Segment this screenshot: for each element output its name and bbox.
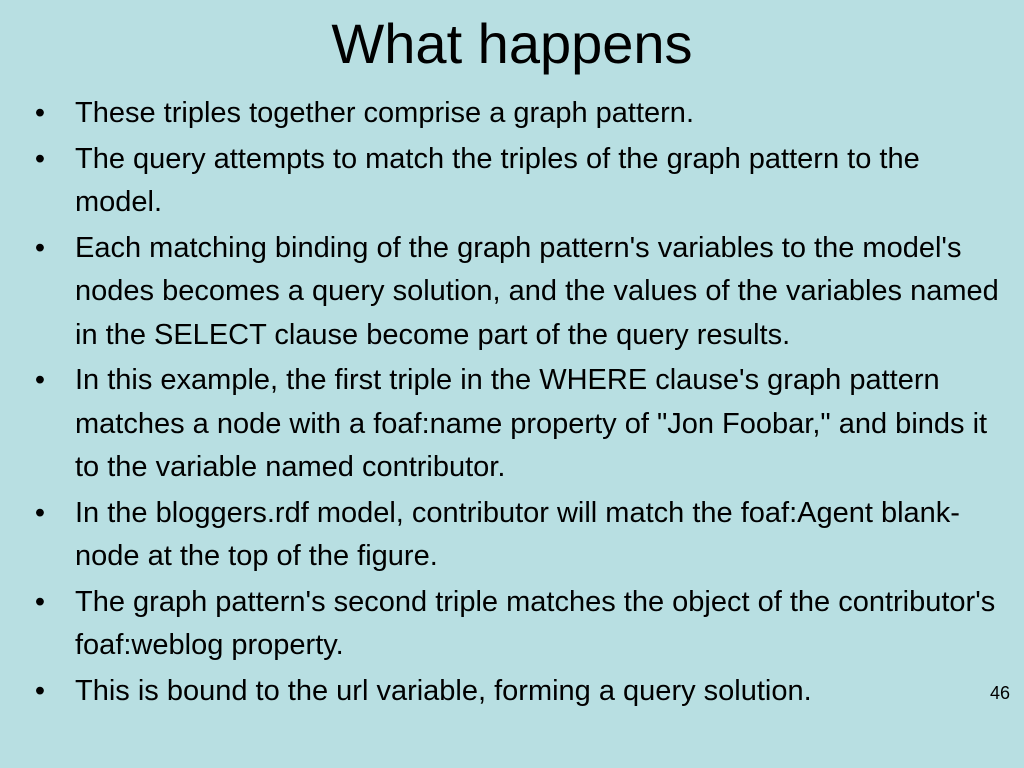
slide-title: What happens — [331, 12, 693, 75]
bullet-item: • In this example, the first triple in t… — [30, 359, 1005, 490]
slide-number: 46 — [989, 683, 1010, 703]
bullet-item: • In the bloggers.rdf model, contributor… — [30, 492, 1005, 579]
bullet-text: The graph pattern's second triple matche… — [75, 585, 996, 662]
bullet-item: • These triples together comprise a grap… — [30, 92, 1005, 136]
bullet-text: In this example, the first triple in the… — [75, 364, 988, 483]
bullet-icon: • — [34, 674, 46, 707]
bullet-item: • The graph pattern's second triple matc… — [30, 581, 1005, 668]
bullet-text: These triples together comprise a graph … — [75, 97, 694, 129]
bullet-item: • The query attempts to match the triple… — [30, 138, 1005, 225]
bullet-icon: • — [34, 231, 46, 264]
bullet-icon: • — [34, 142, 46, 175]
bullet-text: In the bloggers.rdf model, contributor w… — [75, 496, 960, 573]
bullet-text: Each matching binding of the graph patte… — [75, 231, 999, 351]
bullet-icon: • — [34, 585, 46, 618]
bullet-text: The query attempts to match the triples … — [75, 142, 920, 219]
bullet-item: • Each matching binding of the graph pat… — [30, 227, 1005, 358]
bullet-text: This is bound to the url variable, formi… — [75, 674, 812, 707]
bullet-icon: • — [34, 496, 46, 529]
bullet-item: • This is bound to the url variable, for… — [30, 670, 1005, 714]
bullet-icon: • — [34, 97, 46, 129]
bullet-list: • These triples together comprise a grap… — [30, 92, 1005, 715]
bullet-icon: • — [34, 364, 46, 396]
